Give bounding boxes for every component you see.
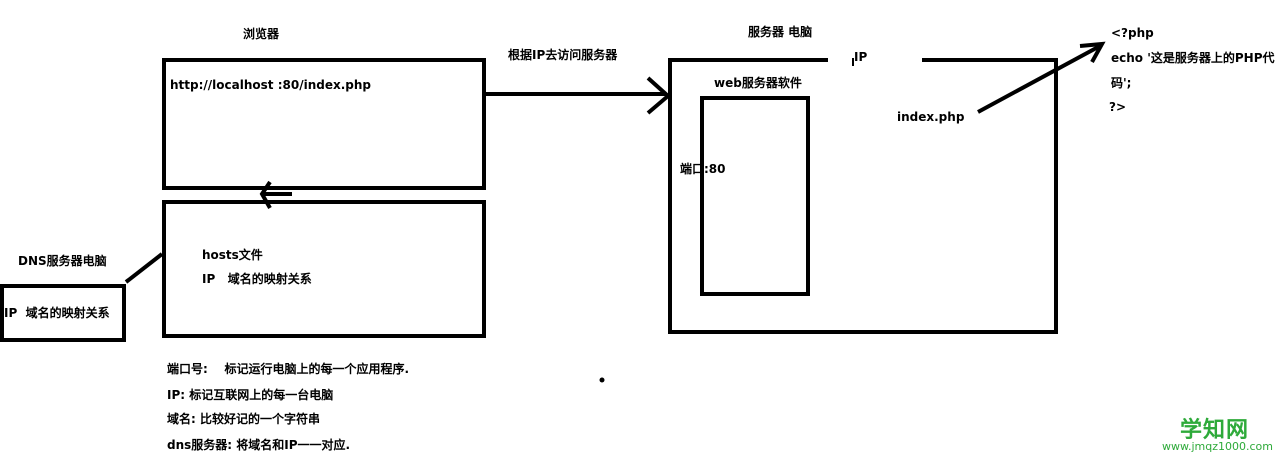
server-ip-tick xyxy=(852,58,854,66)
code-line-3: 码'; xyxy=(1111,76,1132,90)
index-php-label: index.php xyxy=(897,110,965,124)
hosts-mapping: IP 域名的映射关系 xyxy=(202,272,312,286)
note-ip: IP: 标记互联网上的每一台电脑 xyxy=(167,388,334,402)
note-port: 端口号: 标记运行电脑上的每一个应用程序. xyxy=(167,362,410,376)
port-label: 端口:80 xyxy=(680,162,726,176)
browser-box xyxy=(162,58,486,190)
watermark-logo: 学知网 xyxy=(1180,418,1250,443)
dns-box xyxy=(0,284,126,342)
note-dns: dns服务器: 将域名和IP一一对应. xyxy=(167,438,351,452)
note-domain: 域名: 比较好记的一个字符串 xyxy=(167,412,320,426)
request-label: 根据IP去访问服务器 xyxy=(508,48,618,62)
server-ip-label: IP xyxy=(854,50,868,64)
dns-mapping: IP 域名的映射关系 xyxy=(4,306,110,320)
code-line-2: echo '这是服务器上的PHP代 xyxy=(1111,51,1275,65)
code-line-4: ?> xyxy=(1109,100,1127,114)
code-arrow-head xyxy=(1079,41,1106,63)
browser-title: 浏览器 xyxy=(243,27,280,41)
dot-mark xyxy=(599,377,605,383)
watermark-url: www.jmqz1000.com xyxy=(1162,440,1273,453)
dns-title: DNS服务器电脑 xyxy=(18,254,107,268)
server-ip-gap xyxy=(828,56,922,64)
code-line-1: <?php xyxy=(1111,26,1154,40)
server-title: 服务器 电脑 xyxy=(748,25,813,39)
browser-url: http://localhost :80/index.php xyxy=(170,78,371,92)
hosts-title: hosts文件 xyxy=(202,248,263,262)
web-server-software-box xyxy=(700,96,810,296)
hosts-box xyxy=(162,200,486,338)
web-server-software-label: web服务器软件 xyxy=(714,76,802,90)
dns-connector xyxy=(124,252,164,284)
code-arrow-line xyxy=(977,44,1101,114)
